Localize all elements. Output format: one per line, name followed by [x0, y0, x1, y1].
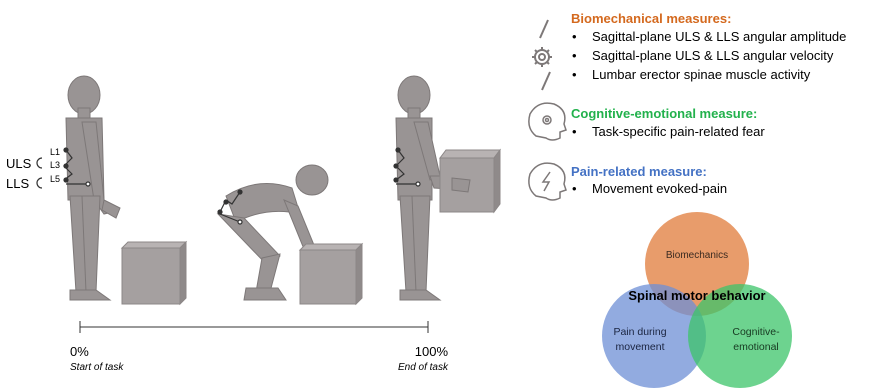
- biomechanical-item: Sagittal-plane ULS & LLS angular velocit…: [592, 48, 834, 63]
- box-lift-middle: [298, 242, 364, 306]
- venn-label-cognitive-line2: emotional: [733, 341, 779, 353]
- lls-arc-icon: [36, 177, 43, 189]
- venn-circle-pain: [602, 284, 706, 388]
- cognitive-title: Cognitive-emotional measure:: [571, 106, 757, 121]
- biomechanical-title: Biomechanical measures:: [571, 11, 731, 26]
- spine-markers-bending: [217, 189, 243, 225]
- venn-title: Spinal motor behavior: [628, 288, 765, 303]
- venn-circle-cognitive: [688, 284, 792, 388]
- timeline-end-caption: End of task: [398, 362, 449, 373]
- neck: [77, 107, 91, 119]
- shin: [255, 253, 281, 293]
- marker-l5: [217, 209, 223, 215]
- bullet: •: [572, 29, 577, 44]
- marker-l5: [393, 177, 399, 183]
- marker-l3: [223, 199, 229, 205]
- marker-l1: [395, 147, 401, 153]
- label-uls: ULS: [6, 156, 32, 171]
- pain-item: Movement evoked-pain: [592, 181, 727, 196]
- label-l3: L3: [50, 160, 60, 170]
- marker-l3: [63, 163, 69, 169]
- head: [295, 164, 329, 196]
- feet: [399, 289, 442, 301]
- box-held-right: [439, 148, 501, 214]
- box-floor-left: [120, 240, 188, 306]
- label-l1: L1: [50, 147, 60, 157]
- marker-hip: [85, 181, 91, 187]
- feet: [69, 289, 112, 301]
- venn-label-pain-line1: Pain during: [613, 326, 666, 338]
- venn-label-biomechanics: Biomechanics: [666, 250, 728, 261]
- biomechanical-item: Lumbar erector spinae muscle activity: [592, 67, 811, 82]
- bullet: •: [572, 48, 577, 63]
- label-lls: LLS: [6, 176, 29, 191]
- spine-markers-holding: [393, 147, 421, 187]
- figure-holding: [395, 75, 465, 301]
- spine-markers-standing: [63, 147, 91, 187]
- spine-zigzag: [219, 191, 241, 213]
- feet: [243, 287, 287, 301]
- pelvis-line: [219, 213, 241, 223]
- head-lightning-icon: [528, 162, 567, 201]
- marker-l1: [63, 147, 69, 153]
- venn-label-cognitive-line1: Cognitive-: [732, 326, 780, 338]
- biomechanical-item: Sagittal-plane ULS & LLS angular amplitu…: [592, 29, 846, 44]
- marker-hip: [415, 181, 421, 187]
- timeline: [79, 321, 429, 333]
- marker-hip: [237, 219, 243, 225]
- figure-bending: [216, 164, 331, 301]
- head-gear-icon: [528, 102, 567, 141]
- venn-diagram: [602, 212, 792, 388]
- figure-standing: [65, 75, 121, 301]
- hand: [101, 199, 121, 219]
- thigh: [216, 213, 281, 267]
- bullet: •: [572, 67, 577, 82]
- marker-l5: [63, 177, 69, 183]
- marker-l1: [237, 189, 243, 195]
- label-l5: L5: [50, 174, 60, 184]
- bullet: •: [572, 181, 577, 196]
- timeline-start-value: 0%: [70, 344, 89, 359]
- marker-l3: [393, 163, 399, 169]
- venn-label-pain-line2: movement: [615, 341, 664, 353]
- timeline-start-caption: Start of task: [70, 362, 124, 373]
- timeline-end-value: 100%: [415, 344, 449, 359]
- gear-icon: [532, 19, 552, 91]
- pain-title: Pain-related measure:: [571, 164, 707, 179]
- cognitive-item: Task-specific pain-related fear: [592, 124, 765, 139]
- uls-arc-icon: [36, 157, 43, 169]
- neck: [407, 107, 421, 119]
- bullet: •: [572, 124, 577, 139]
